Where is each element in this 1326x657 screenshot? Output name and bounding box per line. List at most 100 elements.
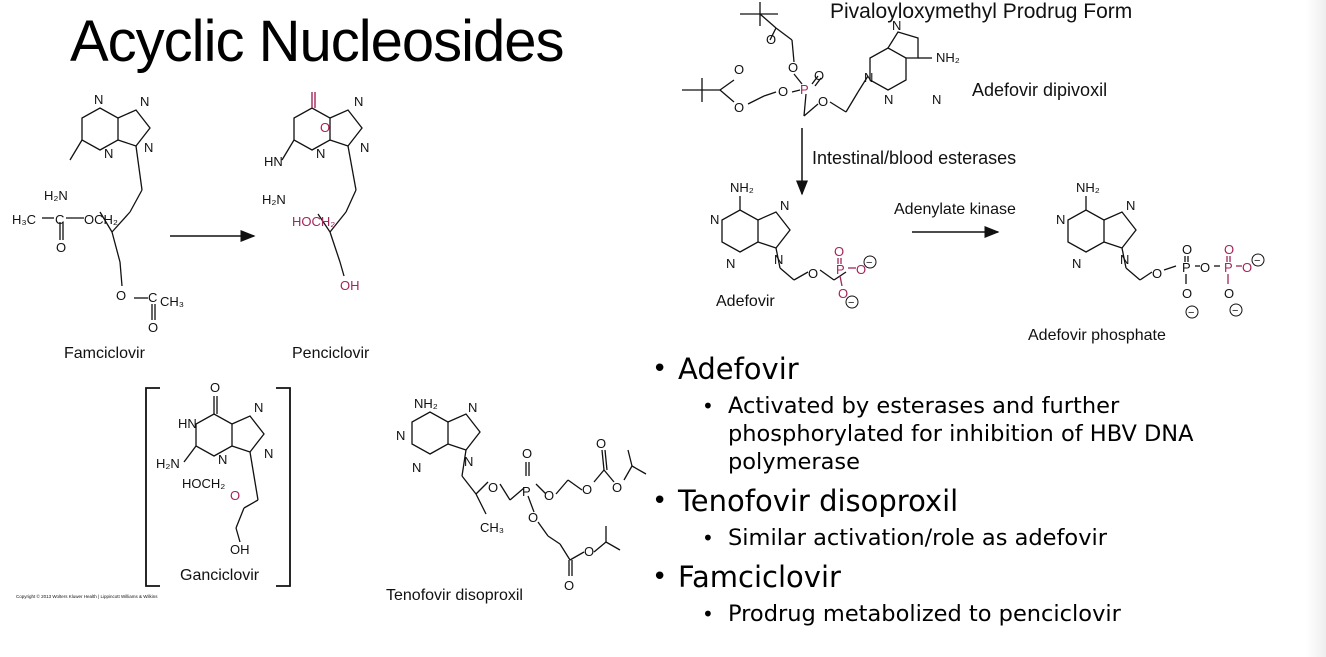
famciclovir-atom-o3: O: [148, 320, 158, 335]
famciclovir-structure: [42, 107, 156, 320]
famciclovir-atom-h2n: H₂N: [44, 188, 68, 203]
adefovir-phosphate-atom-o3: O: [1200, 260, 1210, 275]
adv-dip-atom-o7: O: [818, 94, 828, 109]
tenofovir-atoms: NH₂ N N N N O CH₃ P O O O O O O O O: [396, 396, 622, 593]
famciclovir-atom-c1: C: [55, 212, 64, 227]
tenofovir-atom-ch3: CH₃: [480, 520, 504, 535]
adefovir-dipivoxil-label: Adefovir dipivoxil: [972, 80, 1107, 100]
adefovir-atom-nh2: NH₂: [730, 180, 754, 195]
adefovir-phosphate-atom-nh2: NH₂: [1076, 180, 1100, 195]
adefovir-phosphate-structure: [1067, 196, 1220, 284]
penciclovir-atom-n2: N: [360, 140, 369, 155]
adefovir-atom-n2: N: [780, 198, 789, 213]
adefovir-phosphate-atom-o5: O: [1224, 242, 1234, 257]
tenofovir-atom-n2: N: [468, 400, 477, 415]
adefovir-charge-2: −: [848, 297, 854, 309]
adv-dip-atom-n4: N: [932, 92, 941, 107]
ganciclovir-bracket: [145, 387, 291, 587]
famciclovir-atom-och2: OCH₂: [84, 212, 118, 227]
bullet-tenofovir-detail: Similar activation/role as adefovir: [652, 524, 1302, 552]
tenofovir-atom-p: P: [522, 484, 531, 499]
famciclovir-atom-h3c: H₃C: [12, 212, 36, 227]
adefovir-atom-p: P: [836, 262, 845, 277]
adefovir-charge-1: −: [866, 257, 872, 269]
adefovir-atoms: NH₂ N N N N O O P O O: [710, 180, 866, 301]
esterases-label: Intestinal/blood esterases: [812, 148, 1016, 168]
adefovir-atom-n1: N: [710, 212, 719, 227]
tenofovir-atom-o7: O: [612, 480, 622, 495]
famciclovir-label: Famciclovir: [64, 345, 146, 362]
penciclovir-atom-h2n: H₂N: [262, 192, 286, 207]
adefovir-phosphate-atom-o1: O: [1152, 266, 1162, 281]
kinase-label: Adenylate kinase: [894, 201, 1016, 218]
penciclovir-atom-hn: HN: [264, 154, 283, 169]
adv-dip-atom-o3: O: [734, 62, 744, 77]
adv-dip-atom-n2: N: [864, 70, 873, 85]
penciclovir-atom-n1: N: [354, 94, 363, 109]
bullet-adefovir-detail-2: phosphorylated for inhibition of HBV DNA: [728, 421, 1194, 447]
tenofovir-structure: [411, 411, 647, 576]
adv-dip-atom-o1: O: [766, 32, 776, 47]
tenofovir-atom-o2: O: [522, 446, 532, 461]
adefovir-phosphate-atoms: NH₂ N N N N O O P O O O P O O: [1056, 180, 1252, 301]
ganciclovir-atom-hn: HN: [178, 416, 197, 431]
adv-dip-atom-p: P: [800, 82, 809, 97]
ganciclovir-label: Ganciclovir: [180, 567, 260, 584]
ganciclovir-atoms: O HN N N N H₂N HOCH₂ O OH: [156, 380, 273, 557]
ganciclovir-atom-o-ether: O: [230, 488, 240, 503]
tenofovir-atom-o9: O: [564, 578, 574, 593]
ganciclovir-atom-o: O: [210, 380, 220, 395]
tenofovir-atom-n4: N: [412, 460, 421, 475]
tenofovir-atom-o1: O: [488, 480, 498, 495]
adefovir-phosphate-charge-3: −: [1232, 305, 1238, 317]
famciclovir-atom-o2: O: [116, 288, 126, 303]
adefovir-charges: [845, 255, 877, 309]
adefovir-phosphate-charge-1: −: [1254, 255, 1260, 267]
tenofovir-atom-o8: O: [584, 544, 594, 559]
adefovir-phosphate-atom-n4: N: [1072, 256, 1081, 271]
tenofovir-atom-o5: O: [582, 482, 592, 497]
famciclovir-atom-n4: N: [104, 146, 113, 161]
ganciclovir-structure: [183, 396, 265, 543]
adv-dip-atom-nh2: NH₂: [936, 50, 960, 65]
adv-dip-atom-o6: O: [814, 68, 824, 83]
bullet-adefovir: Adefovir: [652, 350, 1302, 388]
famciclovir-atom-n3: N: [144, 140, 153, 155]
tenofovir-atom-o3: O: [544, 488, 554, 503]
tenofovir-atom-nh2: NH₂: [414, 396, 438, 411]
penciclovir-atom-oh: OH: [340, 278, 360, 293]
bullet-tenofovir: Tenofovir disoproxil: [652, 482, 1302, 520]
adefovir-atom-o2: O: [834, 244, 844, 259]
famciclovir-atom-ch3: CH₃: [160, 294, 184, 309]
adefovir-atom-n4: N: [726, 256, 735, 271]
tenofovir-atom-n1: N: [396, 428, 405, 443]
prodrug-form-heading: Pivaloyloxymethyl Prodrug Form: [830, 0, 1132, 23]
adefovir-dipivoxil-structure: [682, 2, 932, 117]
adefovir-phosphate-atom-o6: O: [1242, 260, 1252, 275]
bullet-adefovir-detail-1: Activated by esterases and further: [652, 392, 1302, 420]
adefovir-phosphate-atom-o7: O: [1224, 286, 1234, 301]
tenofovir-label: Tenofovir disoproxil: [386, 587, 523, 604]
adefovir-phosphate-atom-p2: P: [1224, 260, 1233, 275]
adefovir-atom-n3: N: [774, 252, 783, 267]
adefovir-phosphate-atom-n1: N: [1056, 212, 1065, 227]
ganciclovir-atom-oh: OH: [230, 542, 250, 557]
bullet-list: Adefovir Activated by esterases and furt…: [652, 350, 1302, 628]
adefovir-phosphate-label: Adefovir phosphate: [1028, 327, 1166, 344]
ganciclovir-atom-h2n: H₂N: [156, 456, 180, 471]
adefovir-phosphate-atom-n2: N: [1126, 198, 1135, 213]
adv-dip-atom-o4: O: [734, 100, 744, 115]
famciclovir-atom-n2: N: [140, 94, 149, 109]
famciclovir-atom-n1: N: [94, 92, 103, 107]
adefovir-phosphate-atom-o4: O: [1182, 286, 1192, 301]
adefovir-atom-o4: O: [838, 286, 848, 301]
adefovir-phosphate-charge-2: −: [1188, 307, 1194, 319]
adefovir-phosphate-atom-n3: N: [1120, 252, 1129, 267]
adv-dip-atom-n3: N: [884, 92, 893, 107]
adefovir-phosphate-terminal-bonds: [1226, 256, 1242, 284]
penciclovir-label: Penciclovir: [292, 345, 370, 362]
ganciclovir-atom-hoch2: HOCH₂: [182, 476, 225, 491]
slide-title: Acyclic Nucleosides: [70, 9, 565, 74]
bullet-famciclovir: Famciclovir: [652, 558, 1302, 596]
